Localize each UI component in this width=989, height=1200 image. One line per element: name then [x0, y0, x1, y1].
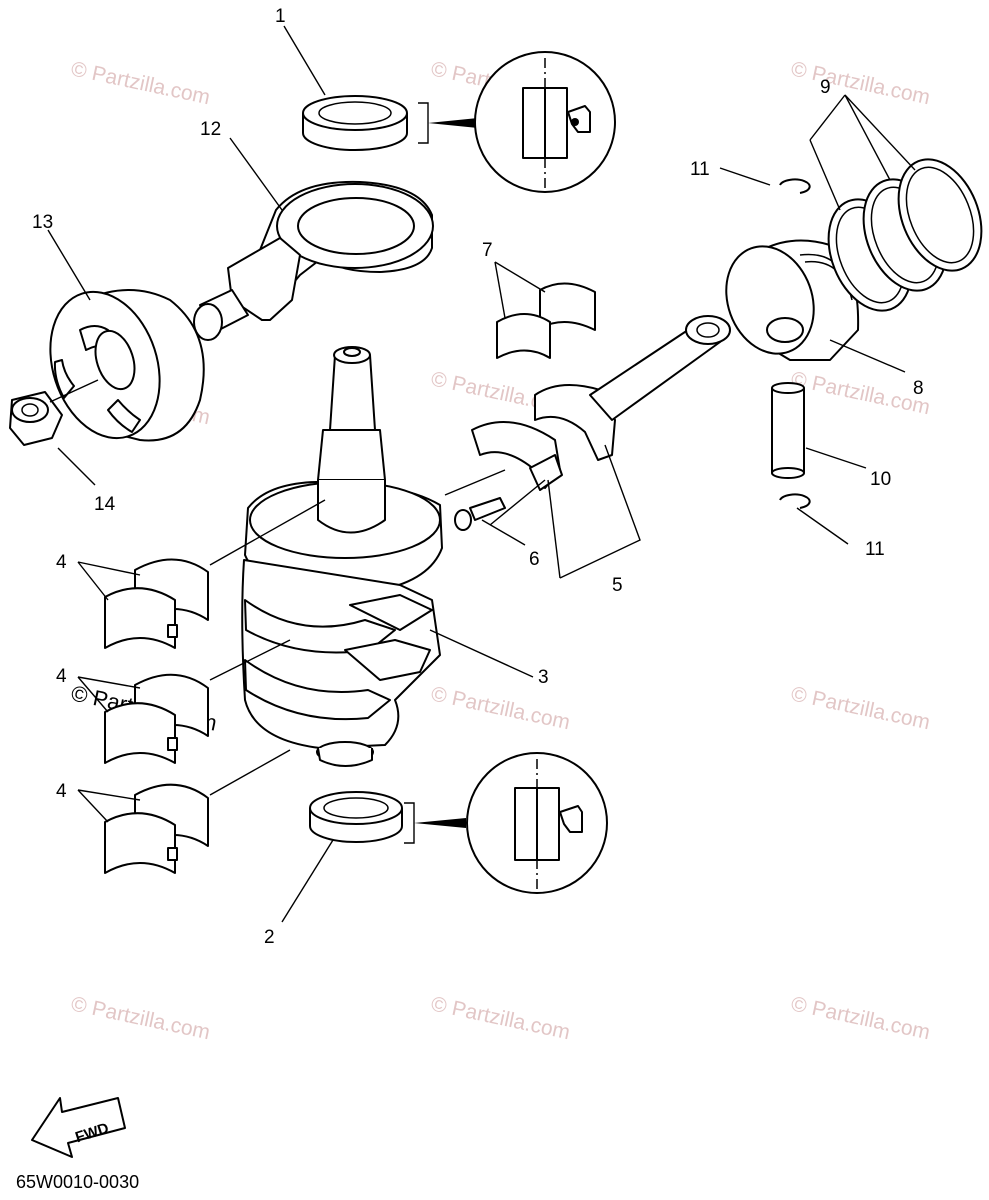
callout-11a: 11	[690, 159, 710, 180]
callout-9: 9	[820, 77, 831, 98]
oil-seal-upper	[302, 95, 408, 151]
watermark: © Partzilla.com	[69, 992, 212, 1044]
watermark: © Partzilla.com	[429, 992, 572, 1044]
callout-8: 8	[913, 378, 924, 399]
grease-detail-upper	[474, 51, 616, 193]
rod-bolt	[454, 497, 506, 531]
pointer	[428, 118, 478, 128]
callout-13: 13	[32, 212, 53, 233]
leader-lines	[47, 25, 916, 923]
callout-2: 2	[264, 927, 275, 948]
callout-7: 7	[482, 240, 493, 261]
callout-1: 1	[275, 6, 286, 27]
watermark: © Partzilla.com	[789, 367, 932, 419]
callouts: 1 12 13 14 4 4 4 3 2 7 6 5 11 9 8 10 11	[32, 6, 924, 948]
watermarks: © Partzilla.com © Partzilla.com © Partzi…	[69, 57, 932, 1044]
grease-detail-lower	[466, 752, 608, 894]
callout-4a: 4	[56, 552, 67, 573]
callout-5: 5	[612, 575, 623, 596]
pointer	[414, 818, 466, 828]
piston-pin-clip-upper	[779, 178, 811, 194]
watermark: © Partzilla.com	[789, 992, 932, 1044]
callout-6: 6	[529, 549, 540, 570]
callout-4c: 4	[56, 781, 67, 802]
piston	[725, 239, 860, 361]
flywheel-magnet-rod-part	[193, 180, 434, 341]
watermark: © Partzilla.com	[69, 57, 212, 109]
watermark: © Partzilla.com	[789, 57, 932, 109]
callout-12: 12	[200, 119, 221, 140]
piston-pin-clip-lower	[779, 493, 811, 509]
piston-rings	[827, 158, 983, 312]
bearing-upper	[104, 558, 209, 649]
crankshaft	[241, 346, 443, 767]
nut	[9, 379, 99, 446]
bearing-lower	[104, 783, 209, 874]
connecting-rod	[471, 315, 731, 491]
bracket	[404, 802, 415, 844]
bracket	[418, 102, 429, 144]
callout-11b: 11	[865, 539, 885, 560]
rotor-disc	[49, 289, 205, 442]
oil-seal-lower	[309, 791, 403, 843]
piston-pin	[771, 382, 805, 479]
watermark: © Partzilla.com	[789, 682, 932, 734]
callout-10: 10	[870, 469, 891, 490]
callout-14: 14	[94, 494, 116, 515]
fwd-arrow-icon: FWD	[31, 1097, 126, 1158]
diagram-code: 65W0010-0030	[16, 1172, 139, 1192]
callout-3: 3	[538, 667, 549, 688]
callout-4b: 4	[56, 666, 67, 687]
bearing-middle	[104, 673, 209, 764]
rod-bearing	[496, 282, 596, 359]
watermark: © Partzilla.com	[429, 682, 572, 734]
